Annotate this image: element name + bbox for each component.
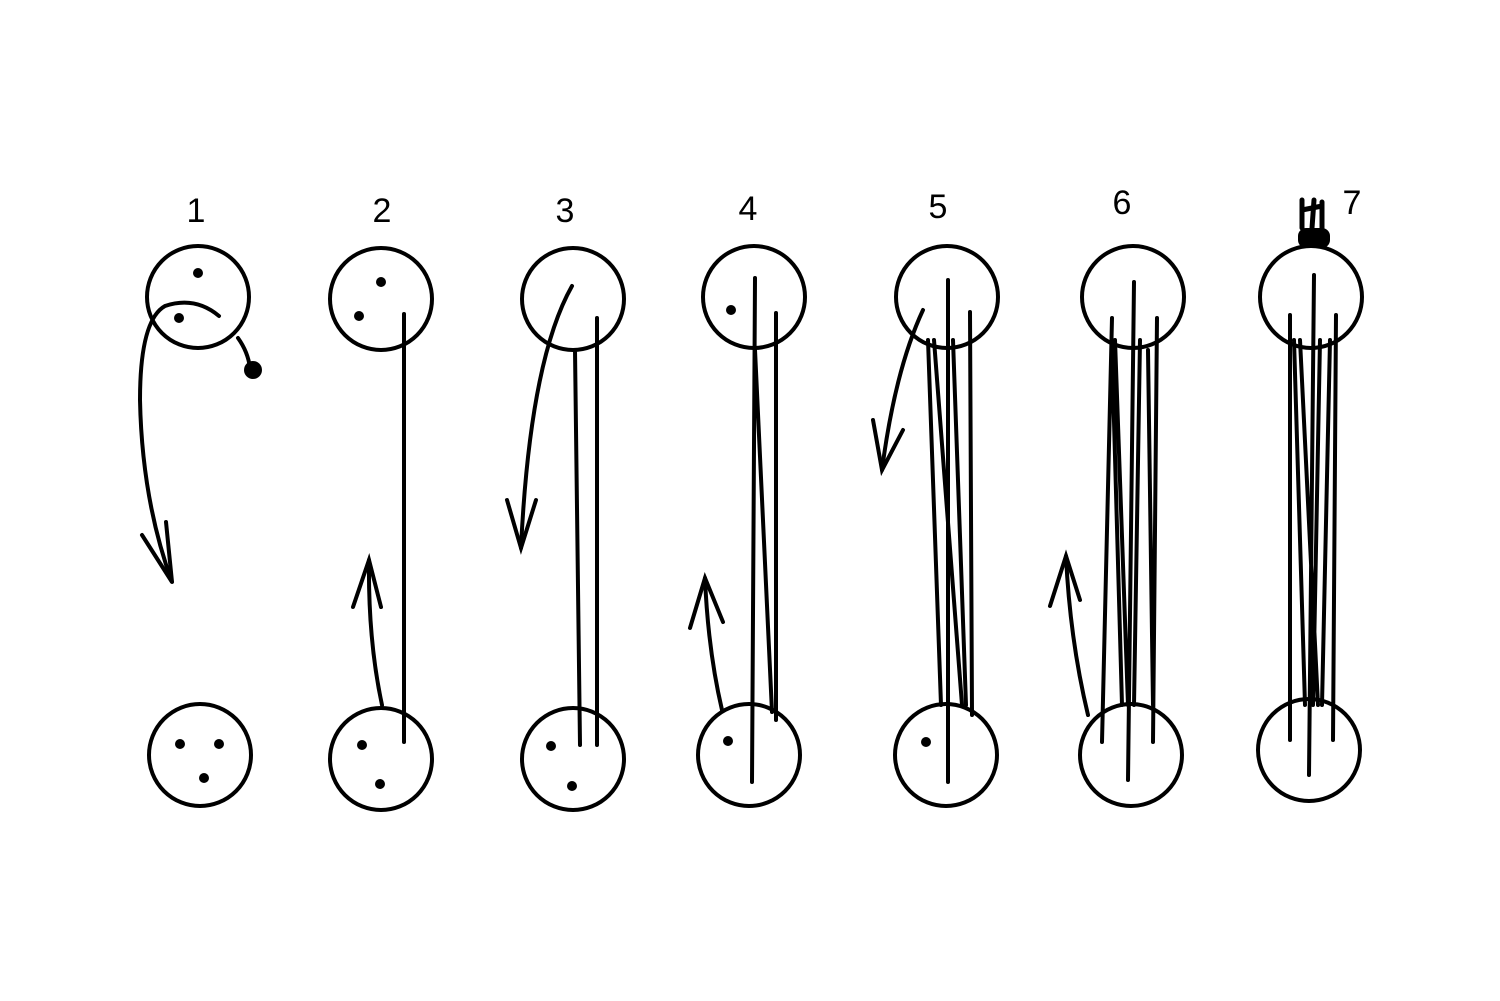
hole-dot — [723, 736, 733, 746]
bottom-peg-circle — [696, 702, 802, 808]
top-peg-circle — [520, 246, 626, 352]
hole-dot — [726, 305, 736, 315]
thread-path — [519, 284, 574, 550]
hole-dot — [375, 779, 385, 789]
step-5: 5 — [871, 188, 1000, 808]
bottom-peg-circle — [147, 702, 253, 808]
thread-line — [1288, 273, 1338, 777]
top-peg-circle — [1258, 244, 1364, 350]
step-1: 1 — [137, 192, 262, 808]
arrow-head-icon — [351, 552, 383, 609]
step-4: 4 — [688, 190, 807, 808]
bottom-peg-circle — [520, 706, 626, 812]
step-label: 6 — [1113, 184, 1132, 222]
thread-line — [1100, 280, 1159, 782]
thread-line — [750, 276, 778, 784]
step-2: 2 — [328, 192, 434, 812]
thread-path — [366, 558, 384, 707]
bottom-peg-circle — [1078, 702, 1184, 808]
step-label: 1 — [187, 192, 206, 230]
top-peg-circle — [328, 246, 434, 352]
arrow-head-icon — [871, 418, 905, 477]
hole-dot — [921, 737, 931, 747]
hole-dot — [376, 277, 386, 287]
hole-dot — [214, 739, 224, 749]
step-label: 3 — [556, 192, 575, 230]
arrow-head-icon — [1048, 549, 1082, 608]
arrow-head-icon — [140, 520, 174, 584]
thread-path — [1064, 554, 1090, 717]
thread-path — [880, 308, 925, 472]
thread-path — [703, 576, 724, 712]
hole-dot — [546, 741, 556, 751]
hole-dot — [175, 739, 185, 749]
step-label: 4 — [739, 190, 758, 228]
step-label: 2 — [373, 192, 392, 230]
top-peg-circle — [145, 244, 251, 350]
hole-dot — [193, 268, 203, 278]
hole-dot — [567, 781, 577, 791]
bottom-peg-circle — [893, 702, 999, 808]
bottom-peg-circle — [1256, 697, 1362, 803]
thread-path — [137, 300, 221, 584]
bottom-peg-circle — [328, 706, 434, 812]
hole-dot — [199, 773, 209, 783]
hole-dot — [174, 313, 184, 323]
arrow-head-icon — [505, 498, 538, 555]
thread-line — [573, 316, 599, 747]
knot-icon — [244, 361, 262, 379]
thread-line — [926, 278, 974, 784]
step-7: 7 — [1256, 184, 1364, 803]
hole-dot — [354, 311, 364, 321]
step-label: 7 — [1343, 184, 1362, 222]
hole-dot — [357, 740, 367, 750]
arrow-head-icon — [688, 572, 725, 630]
step-3: 3 — [505, 192, 626, 812]
step-6: 6 — [1048, 184, 1186, 808]
step-label: 5 — [929, 188, 948, 226]
wrapped-knot-icon — [1298, 197, 1330, 248]
